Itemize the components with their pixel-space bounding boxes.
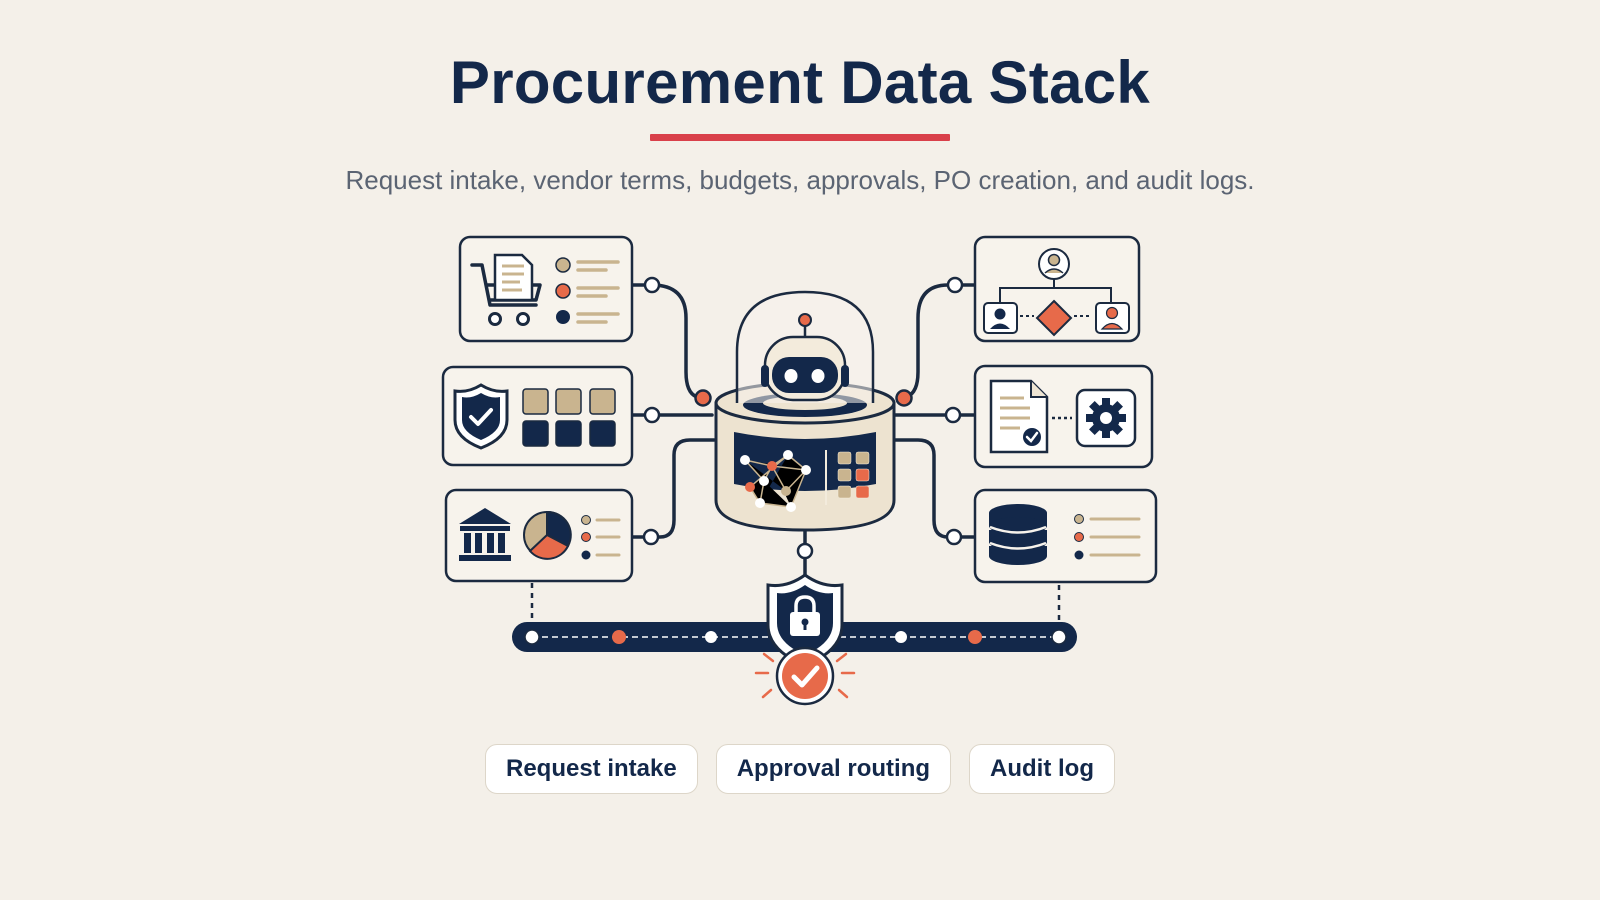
legend-list-icon [581,515,621,560]
user-right-icon [1095,302,1130,334]
robot-icon [761,313,849,402]
network-graph-icon [740,450,811,512]
chip-approval-routing[interactable]: Approval routing [715,744,952,794]
module-cart-panel [458,235,634,343]
org-lines [999,279,1112,303]
module-shield-grid-panel [441,365,634,467]
robot-data-hub [714,290,896,532]
chip-audit-log[interactable]: Audit log [969,744,1115,794]
page-title: Procurement Data Stack [449,49,1151,116]
cart-document-icon [493,253,534,302]
connector-nodes [642,276,964,560]
module-database-panel [973,488,1158,584]
pie-chart-icon [523,510,572,560]
page-subtitle: Request intake, vendor terms, budgets, a… [345,165,1255,195]
status-lights-icon [837,451,870,499]
title-underline [650,134,950,141]
bank-icon [459,508,511,561]
database-list-icon [1074,514,1141,560]
list-bullets-icon [555,257,620,324]
data-grid-icon [522,388,616,447]
chip-request-intake[interactable]: Request intake [484,744,698,794]
chip-row: Request intake Approval routing Audit lo… [0,744,1600,794]
database-icon [989,504,1047,565]
document-check-icon [989,379,1049,454]
lock-shield-icon [766,573,844,668]
module-document-gear-panel [973,364,1154,469]
user-left-icon [983,302,1018,334]
module-bank-pie-panel [444,488,634,583]
module-approval-flow-panel [973,235,1141,343]
checkmark-badge-icon [754,646,856,706]
shield-check-icon [453,383,509,450]
gear-icon [1075,388,1137,448]
decision-diamond-icon [1035,299,1073,337]
user-top-icon [1038,248,1070,280]
